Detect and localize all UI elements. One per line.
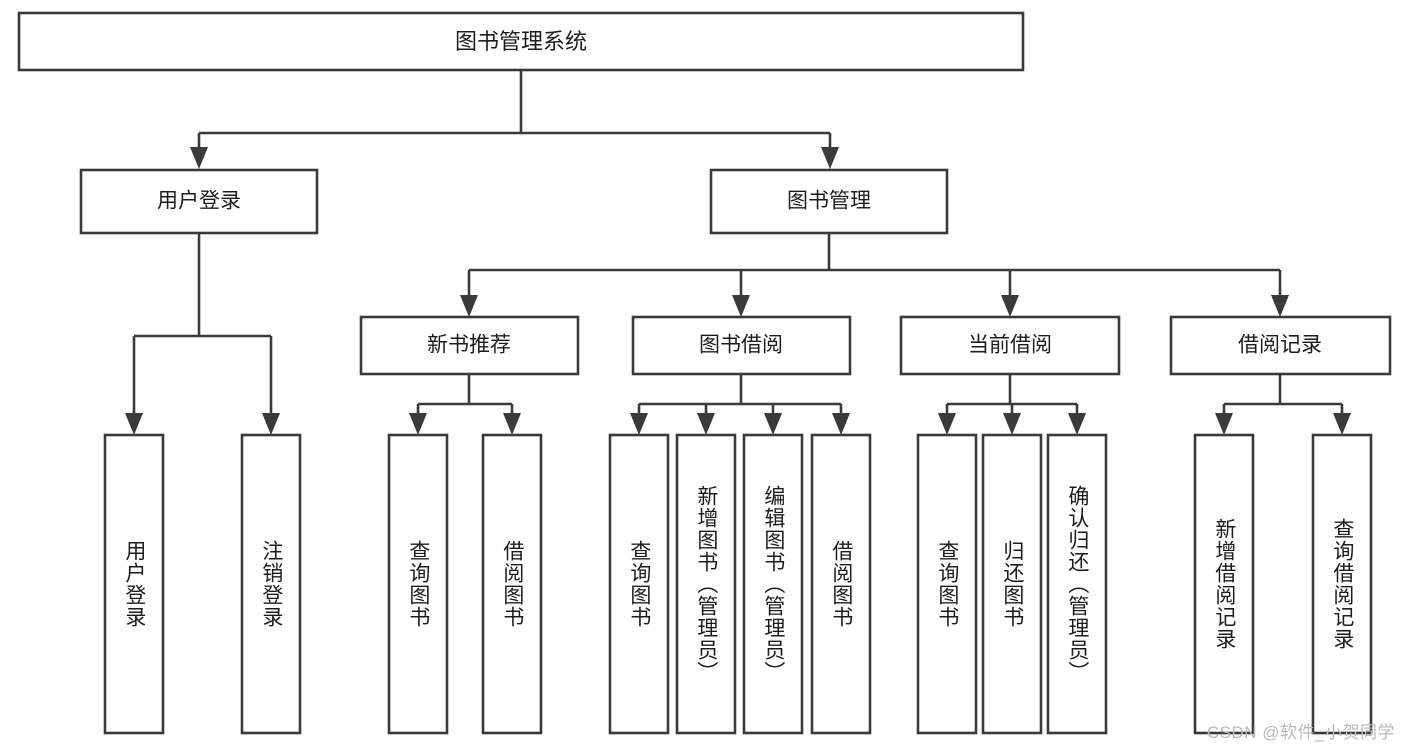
current-borrow-box xyxy=(899,315,1121,376)
leaf-box-borrow-book-2[interactable] xyxy=(810,433,872,735)
arrow-head-icon xyxy=(1001,295,1019,317)
leaf-box-query-book-3[interactable] xyxy=(916,433,978,735)
node-borrow-record[interactable]: 借阅记录 xyxy=(1169,315,1392,376)
arrow-head-icon xyxy=(1333,413,1351,435)
leaf-box-confirm-return[interactable] xyxy=(1046,433,1108,735)
user-login-label: 用户登录 xyxy=(157,190,241,213)
arrow-head-icon xyxy=(190,147,208,169)
arrow-head-icon xyxy=(1003,413,1021,435)
leaf-box-return-book[interactable] xyxy=(981,433,1043,735)
connector-book-management-to-level3 xyxy=(460,233,1289,317)
leaf-box-add-record[interactable] xyxy=(1193,433,1255,735)
new-book-recommend-box xyxy=(359,315,580,376)
node-book-management[interactable]: 图书管理 xyxy=(709,168,949,235)
arrow-head-icon xyxy=(938,413,956,435)
arrow-head-icon xyxy=(832,413,850,435)
arrow-head-icon xyxy=(125,413,143,435)
leaf-box-borrow-book-1[interactable] xyxy=(481,433,543,735)
leaf-box-query-book-1[interactable] xyxy=(387,433,449,735)
connector-current-borrow-to-leaves xyxy=(938,374,1086,435)
arrow-head-icon xyxy=(630,413,648,435)
root-label: 图书管理系统 xyxy=(455,29,587,54)
user-login-box xyxy=(79,168,319,235)
arrow-head-icon xyxy=(732,295,750,317)
arrow-head-icon xyxy=(262,413,280,435)
leaf-box-query-book-2[interactable] xyxy=(608,433,670,735)
node-user-login[interactable]: 用户登录 xyxy=(79,168,319,235)
leaf-box-edit-book[interactable] xyxy=(742,433,804,735)
csdn-watermark: CSDN @软件_小贺同学 xyxy=(1206,723,1395,742)
book-management-label: 图书管理 xyxy=(787,190,871,213)
connector-borrow-record-to-leaves xyxy=(1215,374,1351,435)
leaf-box-user-logout[interactable] xyxy=(240,433,302,735)
arrow-head-icon xyxy=(409,413,427,435)
arrow-head-icon xyxy=(697,413,715,435)
leaf-box-query-record[interactable] xyxy=(1311,433,1373,735)
connector-new-book-recommend-to-leaves xyxy=(409,374,521,435)
node-book-borrow[interactable]: 图书借阅 xyxy=(631,315,852,376)
node-new-book-recommend[interactable]: 新书推荐 xyxy=(359,315,580,376)
borrow-record-label: 借阅记录 xyxy=(1238,334,1322,357)
leaf-box-user-login[interactable] xyxy=(103,433,165,735)
connector-root-to-level2 xyxy=(190,70,839,169)
arrow-head-icon xyxy=(1068,413,1086,435)
arrow-head-icon xyxy=(503,413,521,435)
leaf-boxes xyxy=(103,433,1373,735)
connector-user-login-to-leaves xyxy=(125,233,280,435)
new-book-recommend-label: 新书推荐 xyxy=(427,334,511,357)
node-root[interactable]: 图书管理系统 xyxy=(17,11,1025,72)
leaf-box-add-book[interactable] xyxy=(675,433,737,735)
arrow-head-icon xyxy=(764,413,782,435)
node-current-borrow[interactable]: 当前借阅 xyxy=(899,315,1121,376)
arrow-head-icon xyxy=(1215,413,1233,435)
current-borrow-label: 当前借阅 xyxy=(968,334,1052,357)
arrow-head-icon xyxy=(460,295,478,317)
connector-book-borrow-to-leaves xyxy=(630,374,850,435)
arrow-head-icon xyxy=(1271,295,1289,317)
arrow-head-icon xyxy=(821,147,839,169)
book-borrow-label: 图书借阅 xyxy=(699,334,783,357)
root-box xyxy=(17,11,1025,72)
